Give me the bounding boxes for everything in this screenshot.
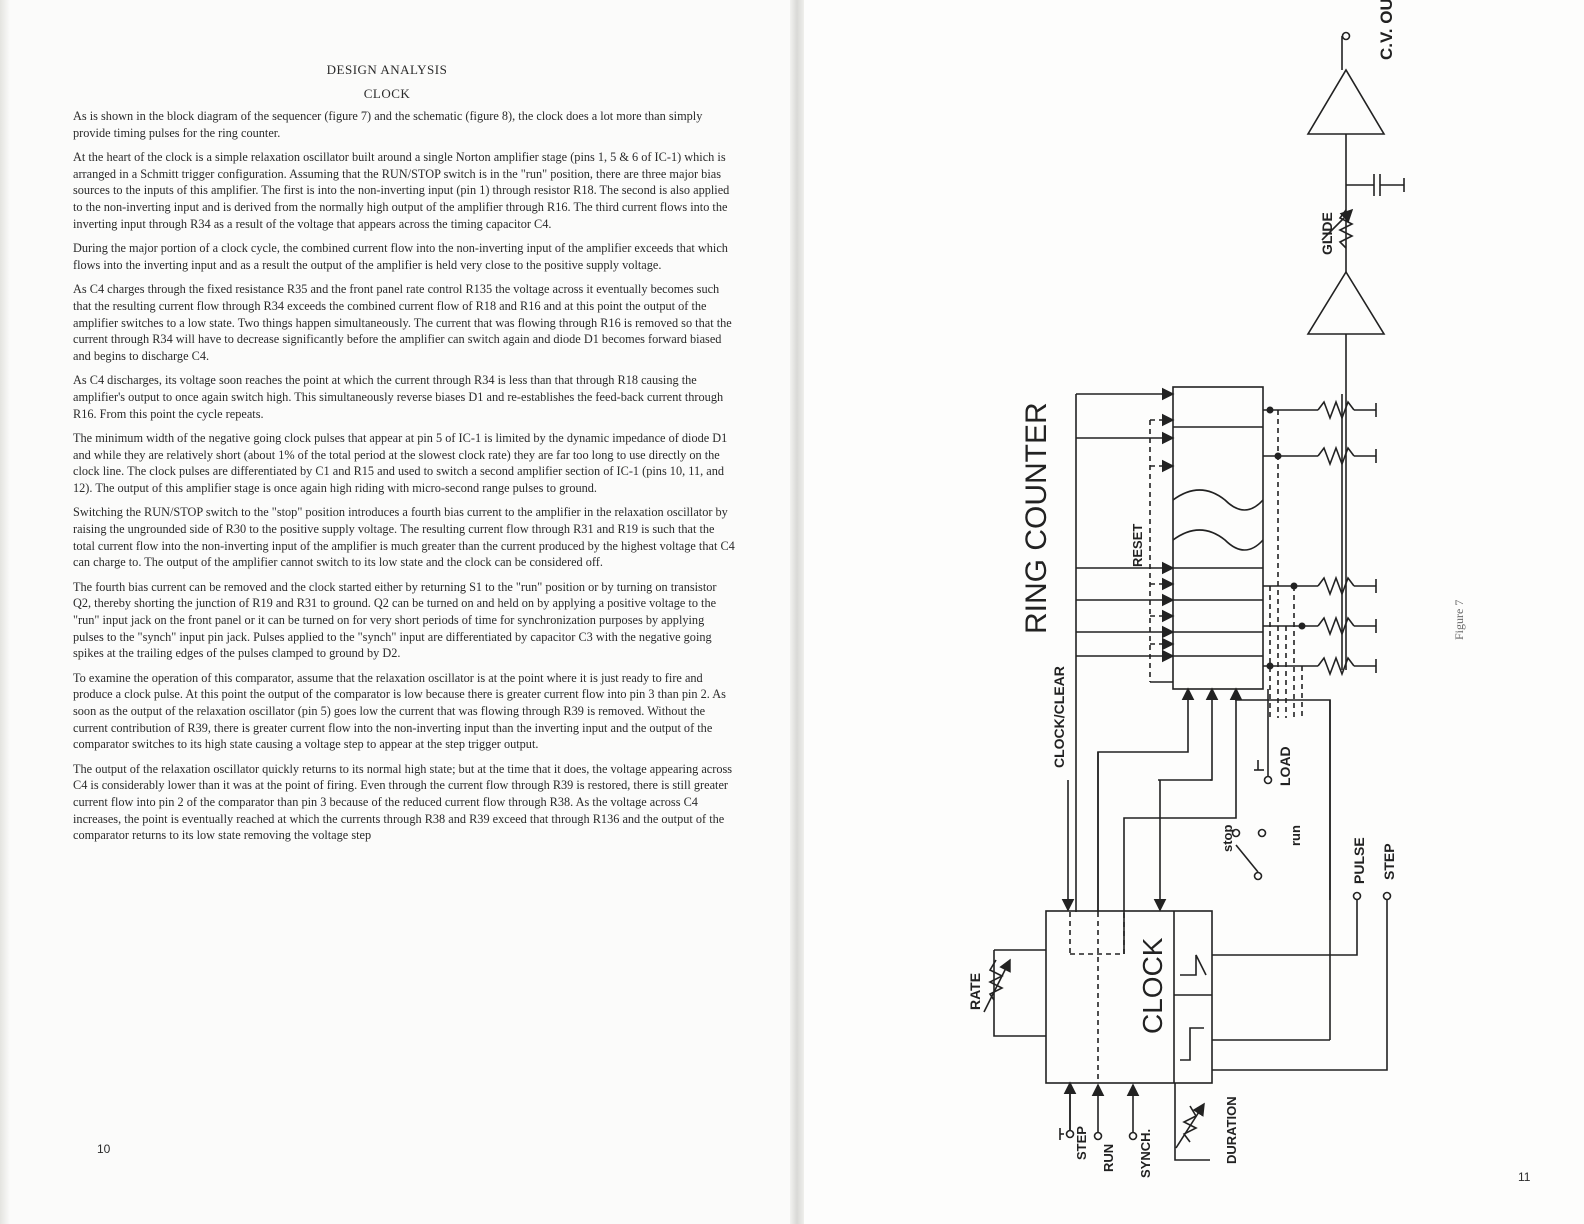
run-switch-label: run xyxy=(1288,825,1303,846)
output-buffer-triangle xyxy=(1306,68,1386,135)
paragraph: As is shown in the block diagram of the … xyxy=(73,109,703,140)
paragraph: The minimum width of the negative going … xyxy=(73,431,728,495)
step-output-label: STEP xyxy=(1381,843,1397,880)
book-gutter xyxy=(790,0,804,1224)
right-page xyxy=(798,0,1584,1224)
paragraph: The output of the relaxation oscillator … xyxy=(73,761,733,843)
page-edge xyxy=(0,0,10,1224)
reset-label: RESET xyxy=(1130,524,1145,567)
duration-label: DURATION xyxy=(1224,1096,1239,1164)
rate-label: RATE xyxy=(967,973,983,1010)
left-page: DESIGN ANALYSIS CLOCK As is shown in the… xyxy=(0,0,735,1224)
cv-out-label: C.V. OUT xyxy=(1377,0,1396,60)
synch-input-label: SYNCH. xyxy=(1138,1129,1153,1178)
paragraph: The fourth bias current can be removed a… xyxy=(73,579,717,661)
ring-counter-box xyxy=(1172,386,1264,690)
clock-box xyxy=(1045,910,1213,1084)
figure-caption: Figure 7 xyxy=(1452,599,1466,640)
paragraph: To examine the operation of this compara… xyxy=(73,670,726,752)
page-number-left: 10 xyxy=(97,1142,111,1156)
clock-clear-label: CLOCK/CLEAR xyxy=(1051,666,1067,768)
paragraph: During the major portion of a clock cycl… xyxy=(73,241,728,272)
glide-label: GLIDE xyxy=(1319,212,1335,255)
section-heading: DESIGN ANALYSIS xyxy=(326,62,448,77)
paragraph: As C4 charges through the fixed resistan… xyxy=(73,282,732,363)
paragraph: As C4 discharges, its voltage soon reach… xyxy=(73,373,724,421)
paragraph: At the heart of the clock is a simple re… xyxy=(73,150,730,231)
pulse-label: PULSE xyxy=(1351,837,1367,884)
stop-label: stop xyxy=(1220,825,1235,853)
page-number-right: 11 xyxy=(1518,1170,1531,1184)
section-subheading: CLOCK xyxy=(363,86,411,101)
cv-out-jack xyxy=(1341,31,1351,41)
step-input-label: STEP xyxy=(1074,1126,1089,1160)
input-buffer-triangle xyxy=(1306,270,1386,335)
load-label: LOAD xyxy=(1277,746,1293,786)
body-text: As is shown in the block diagram of the … xyxy=(73,108,735,852)
paragraph: Switching the RUN/STOP switch to the "st… xyxy=(73,505,735,570)
run-input-label: RUN xyxy=(1101,1144,1116,1172)
ring-counter-label: RING COUNTER xyxy=(1020,402,1053,634)
clock-label: CLOCK xyxy=(1137,937,1168,1034)
